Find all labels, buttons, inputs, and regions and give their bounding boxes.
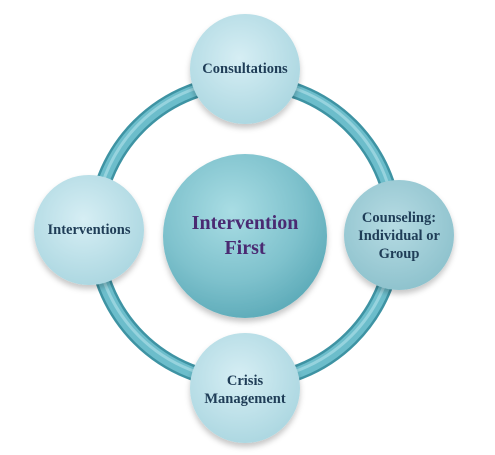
node-circle-right <box>344 180 454 290</box>
center-circle <box>163 154 327 318</box>
node-label-right: Counseling: Individual or Group <box>358 209 440 263</box>
node-label-bottom: Crisis Management <box>204 372 286 407</box>
node-label-top: Consultations <box>202 60 288 77</box>
node-label-left: Interventions <box>47 221 131 238</box>
center-label: Intervention First <box>191 212 299 259</box>
node-circle-left <box>34 175 144 285</box>
node-circle-top <box>190 14 300 124</box>
node-circle-bottom <box>190 333 300 443</box>
